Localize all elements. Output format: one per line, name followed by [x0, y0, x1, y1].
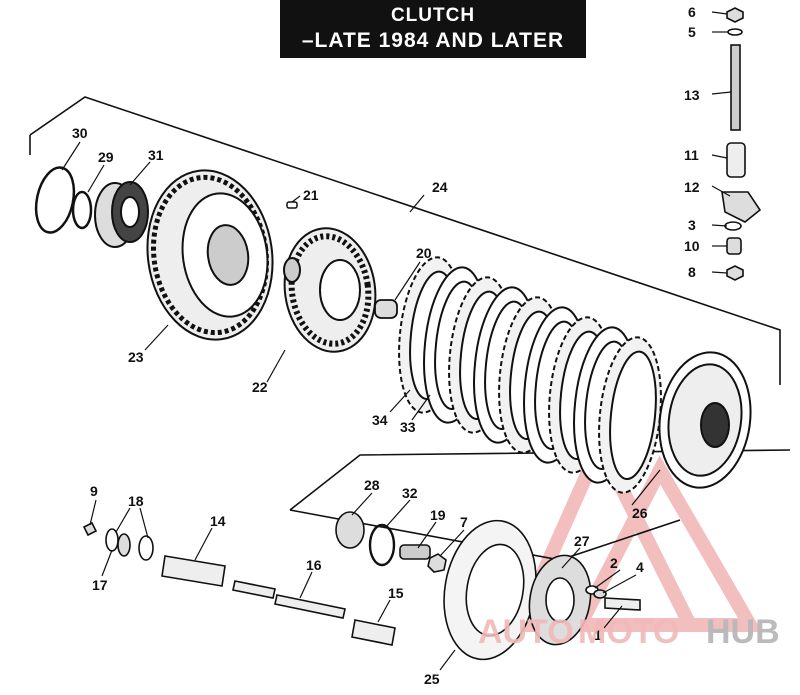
- lever-12: [721, 191, 762, 223]
- label-18: 18: [128, 493, 144, 509]
- rod-14: [161, 555, 226, 587]
- label-9: 9: [90, 483, 98, 499]
- nut-9: [82, 521, 98, 537]
- rod-16a: [232, 580, 276, 599]
- title-line-1: CLUTCH: [390, 5, 476, 26]
- label-6: 6: [688, 4, 696, 20]
- lower-center-parts: [335, 511, 641, 661]
- label-28: 28: [364, 477, 380, 493]
- plate-28: [335, 511, 365, 549]
- label-23: 23: [128, 349, 144, 365]
- label-8: 8: [688, 264, 696, 280]
- label-16: 16: [306, 557, 322, 573]
- part-labels: 6 5 13 11 12 3 10 8 30 29 31 21 24 20 23…: [72, 4, 700, 687]
- clutch-hub-part: [283, 227, 377, 353]
- title-line-2: –LATE 1984 AND LATER: [301, 29, 565, 52]
- label-3: 3: [688, 217, 696, 233]
- watermark-moto: MOTO: [578, 613, 679, 651]
- nut-6: [726, 7, 744, 23]
- plate-inner-edge: [609, 350, 657, 481]
- label-21: 21: [303, 187, 319, 203]
- spring-11: [726, 142, 746, 178]
- adjusting-screw-13: [730, 44, 741, 131]
- label-26: 26: [632, 505, 648, 521]
- label-24: 24: [432, 179, 448, 195]
- label-17: 17: [92, 577, 108, 593]
- bearing-part: [94, 181, 149, 248]
- bolt-1: [604, 597, 641, 611]
- watermark-logo: [509, 428, 763, 632]
- label-22: 22: [252, 379, 268, 395]
- label-33: 33: [400, 419, 416, 435]
- clutch-plates-part: [398, 256, 662, 494]
- spacer-part: [374, 299, 398, 319]
- retaining-ring-part: [71, 190, 93, 230]
- watermark-hub: HUB: [706, 613, 780, 651]
- pressure-plate-part: [658, 351, 752, 489]
- bushing-10: [726, 237, 742, 255]
- label-15: 15: [388, 585, 404, 601]
- label-19: 19: [430, 507, 446, 523]
- nut-18a: [117, 533, 131, 557]
- spring-19: [399, 544, 431, 560]
- nut-8: [726, 265, 744, 281]
- nut-7: [427, 553, 447, 573]
- label-2: 2: [610, 555, 618, 571]
- label-4: 4: [636, 559, 644, 575]
- label-7: 7: [460, 514, 468, 530]
- label-27: 27: [574, 533, 590, 549]
- lockwasher-4: [593, 589, 607, 599]
- label-32: 32: [402, 485, 418, 501]
- rod-16b: [274, 594, 346, 619]
- label-5: 5: [688, 24, 696, 40]
- label-29: 29: [98, 149, 114, 165]
- label-11: 11: [684, 147, 699, 163]
- label-10: 10: [684, 238, 700, 254]
- washer-5: [727, 28, 743, 36]
- snap-ring-part: [34, 166, 76, 234]
- pushrod-15: [351, 619, 396, 646]
- watermark-auto: AUTO: [478, 613, 574, 651]
- label-1: 1: [594, 627, 602, 643]
- washer-18b: [138, 535, 154, 561]
- ring-32: [368, 523, 396, 567]
- lower-left-parts: [82, 521, 396, 646]
- washer-3: [724, 221, 742, 231]
- clutch-shell-part: [146, 169, 274, 341]
- title-banner: CLUTCH –LATE 1984 AND LATER: [280, 0, 586, 58]
- label-31: 31: [148, 147, 164, 163]
- watermark-text: AUTO MOTO HUB: [478, 613, 780, 651]
- label-14: 14: [210, 513, 226, 529]
- label-30: 30: [72, 125, 88, 141]
- label-25: 25: [424, 671, 440, 687]
- label-20: 20: [416, 245, 432, 261]
- label-34: 34: [372, 412, 388, 428]
- pin-part: [286, 201, 298, 209]
- leader-lines: [61, 11, 732, 671]
- label-12: 12: [684, 179, 700, 195]
- label-13: 13: [684, 87, 700, 103]
- adjuster-parts-column: [721, 7, 762, 281]
- washer-17: [105, 528, 119, 552]
